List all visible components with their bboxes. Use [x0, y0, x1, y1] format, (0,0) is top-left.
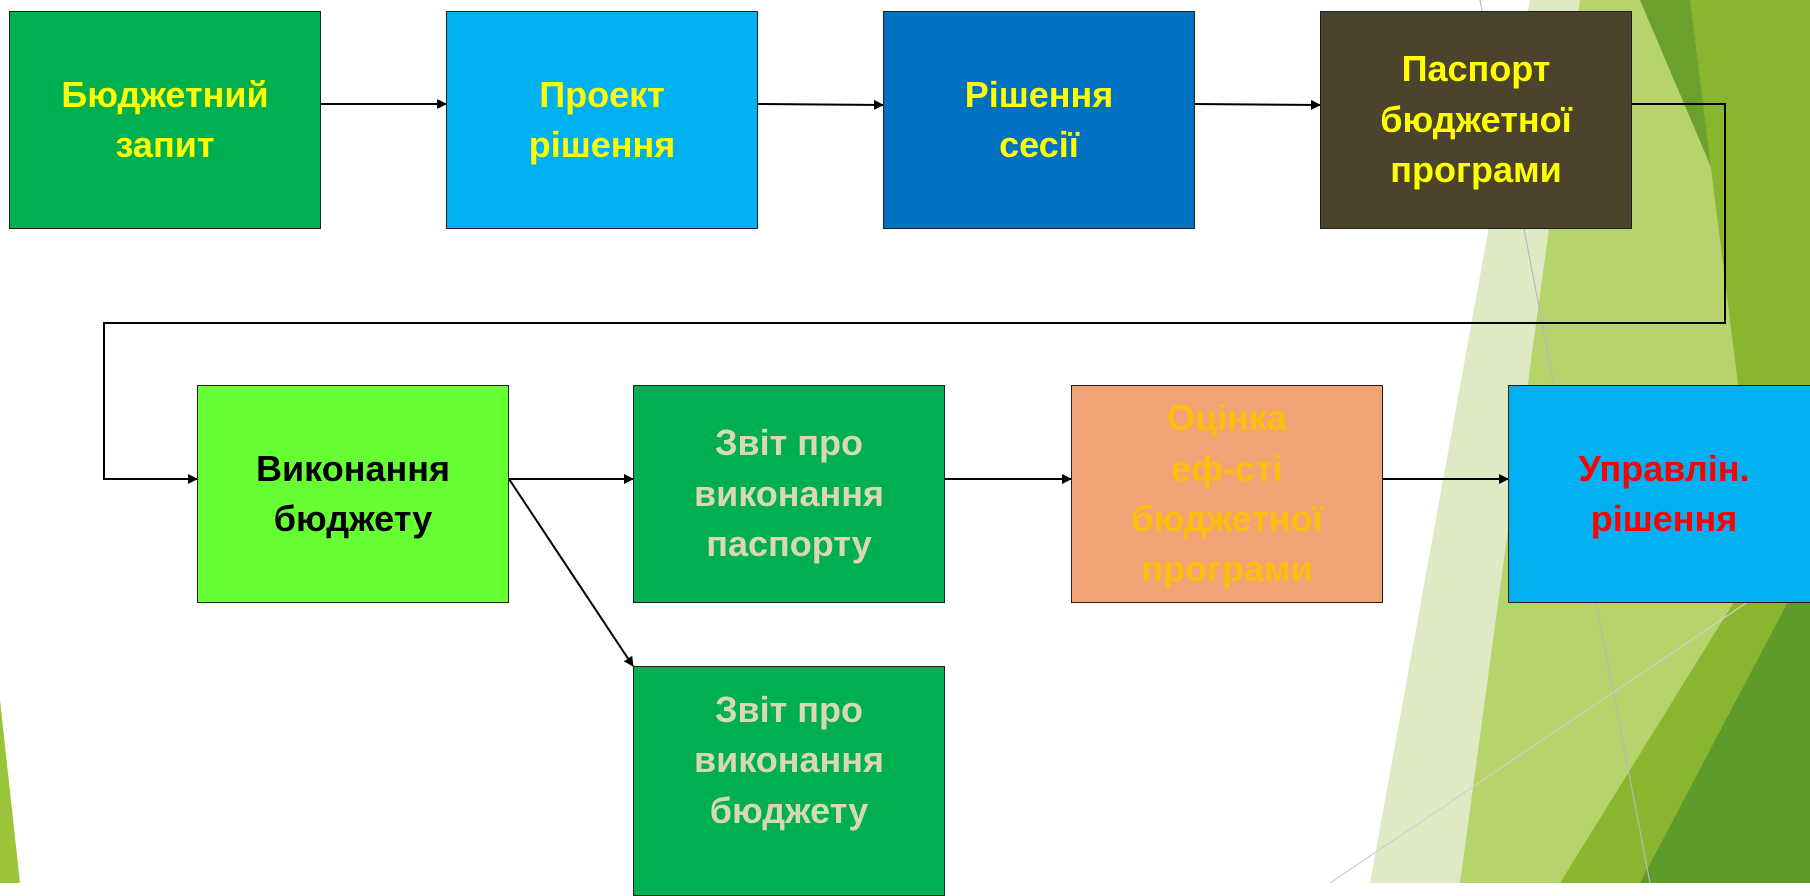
node-budget-request-label: Бюджетний запит — [61, 73, 269, 165]
node-draft-decision-label: Проект рішення — [528, 73, 676, 165]
node-passport-execution-report: Звіт про виконання паспорту — [633, 385, 945, 603]
node-program-efficiency-assessment-label: Оцінка еф-сті бюджетної програми — [1131, 397, 1323, 590]
deco-line-2 — [1329, 559, 1810, 883]
node-management-decision: Управлін. рішення — [1508, 385, 1810, 603]
node-budget-execution-report: Звіт про виконання бюджету — [633, 666, 945, 896]
deco-shape-deep — [1640, 560, 1810, 883]
node-session-decision-label: Рішення сесії — [964, 73, 1114, 165]
node-budget-request: Бюджетний запит — [9, 11, 321, 229]
edge-passport-to-budget-execution — [103, 103, 1726, 484]
node-budget-program-passport-label: Паспорт бюджетної програми — [1380, 48, 1572, 191]
edge-draft-decision-to-session-decision — [757, 99, 884, 110]
deco-shape-left — [0, 700, 20, 883]
node-budget-execution-report-label: Звіт про виконання бюджету — [693, 689, 885, 831]
node-management-decision-label: Управлін. рішення — [1578, 447, 1750, 539]
node-program-efficiency-assessment: Оцінка еф-сті бюджетної програми — [1071, 385, 1383, 603]
node-budget-program-passport: Паспорт бюджетної програми — [1320, 11, 1632, 229]
deco-shape-front — [1560, 0, 1810, 883]
node-passport-execution-report-label: Звіт про виконання паспорту — [693, 422, 885, 565]
node-budget-execution-label: Виконання бюджету — [256, 447, 450, 539]
node-budget-execution: Виконання бюджету — [197, 385, 509, 603]
edge-session-decision-to-passport — [1194, 99, 1321, 110]
edge-budget-execution-to-budget-report — [508, 478, 634, 667]
node-session-decision: Рішення сесії — [883, 11, 1195, 229]
node-draft-decision: Проект рішення — [446, 11, 758, 229]
